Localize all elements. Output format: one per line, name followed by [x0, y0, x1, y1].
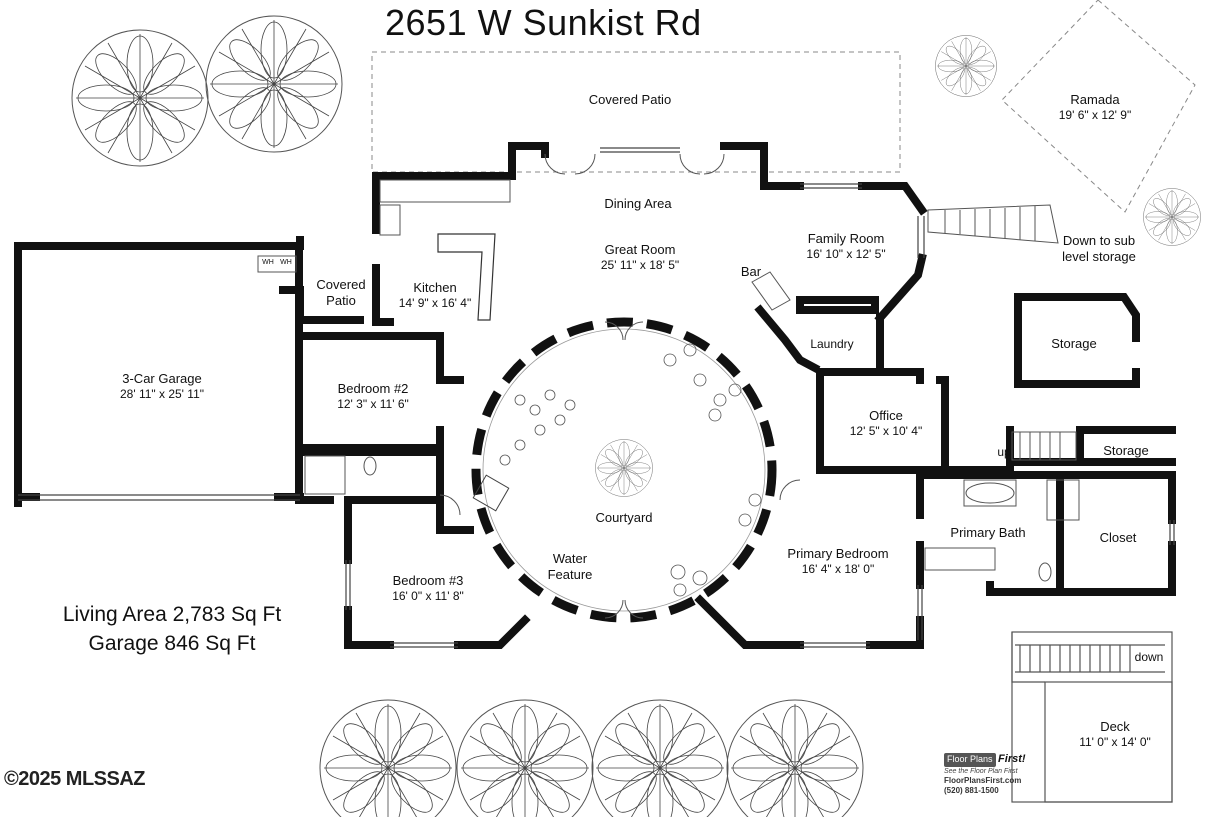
stairs-up-label: up: [997, 445, 1011, 459]
storage-label: Storage: [1051, 336, 1097, 351]
great-room-label: Great Room 25' 11" x 18' 5": [600, 242, 680, 273]
tree-icon: [726, 699, 864, 817]
copyright-watermark: ©2025 MLSSAZ: [4, 768, 146, 790]
living-area: Living Area 2,783 Sq Ft: [62, 603, 282, 626]
logo-brand-accent: First!: [998, 753, 1026, 765]
tree-icon: [71, 29, 209, 167]
family-room-label: Family Room 16' 10" x 12' 5": [806, 231, 886, 262]
logo-url: FloorPlansFirst.com: [944, 775, 1022, 785]
courtyard-ring: [471, 317, 777, 623]
water-heater-label: WH: [280, 259, 292, 266]
primary-bath-label: Primary Bath: [950, 525, 1026, 540]
stairs-down-deck-label: down: [1134, 650, 1164, 664]
stairs-down-label: Down to sub level storage: [1062, 233, 1136, 265]
logo-phone: (520) 881-1500: [944, 786, 999, 796]
tree-icon: [591, 699, 729, 817]
water-feature-label: Water Feature: [547, 551, 593, 583]
primary-bedroom-label: Primary Bedroom 16' 4" x 18' 0": [787, 546, 889, 577]
deck-outline: [1011, 631, 1173, 803]
area-summary: Living Area 2,783 Sq Ft Garage 846 Sq Ft: [46, 600, 298, 659]
covered-patio-outline: [371, 51, 901, 173]
tree-icon: [935, 35, 997, 97]
ramada-label: Ramada 19' 6" x 12' 9": [1058, 92, 1132, 123]
bar-label: Bar: [740, 264, 762, 279]
courtyard-label: Courtyard: [595, 510, 653, 525]
plantings: [499, 343, 762, 597]
logo-tagline: See the Floor Plan First: [944, 767, 1018, 775]
ramada-outline: [1001, 0, 1196, 213]
garage-area: Garage 846 Sq Ft: [88, 632, 256, 656]
covered-patio-side-label: Covered Patio: [316, 277, 366, 309]
kitchen-label: Kitchen 14' 9" x 16' 4": [398, 280, 472, 311]
bedroom-3-label: Bedroom #3 16' 0" x 11' 8": [392, 573, 464, 604]
storage-2-label: Storage: [1103, 443, 1149, 458]
stairs-down-sublevel: [927, 204, 1059, 244]
laundry-label: Laundry: [810, 337, 854, 351]
deck-label: Deck 11' 0" x 14' 0": [1079, 719, 1151, 750]
dining-area-label: Dining Area: [604, 196, 672, 211]
tree-icon: [456, 699, 594, 817]
water-feature-shape: [472, 474, 510, 512]
tree-icon: [205, 15, 343, 153]
garage-label: 3-Car Garage 28' 11" x 25' 11": [119, 371, 205, 402]
water-heater-label: WH: [262, 259, 274, 266]
office-label: Office 12' 5" x 10' 4": [849, 408, 923, 439]
bedroom-2-label: Bedroom #2 12' 3" x 11' 6": [337, 381, 409, 412]
tree-icon: [1143, 188, 1201, 246]
tree-icon: [319, 699, 457, 817]
plan-title: 2651 W Sunkist Rd: [385, 2, 702, 43]
tree-icon: [595, 439, 653, 497]
logo-brand: Floor Plans: [944, 753, 996, 767]
closet-label: Closet: [1099, 530, 1137, 545]
floorplansfirst-logo: Floor Plans First! See the Floor Plan Fi…: [944, 752, 1044, 797]
covered-patio-top-label: Covered Patio: [588, 92, 672, 107]
